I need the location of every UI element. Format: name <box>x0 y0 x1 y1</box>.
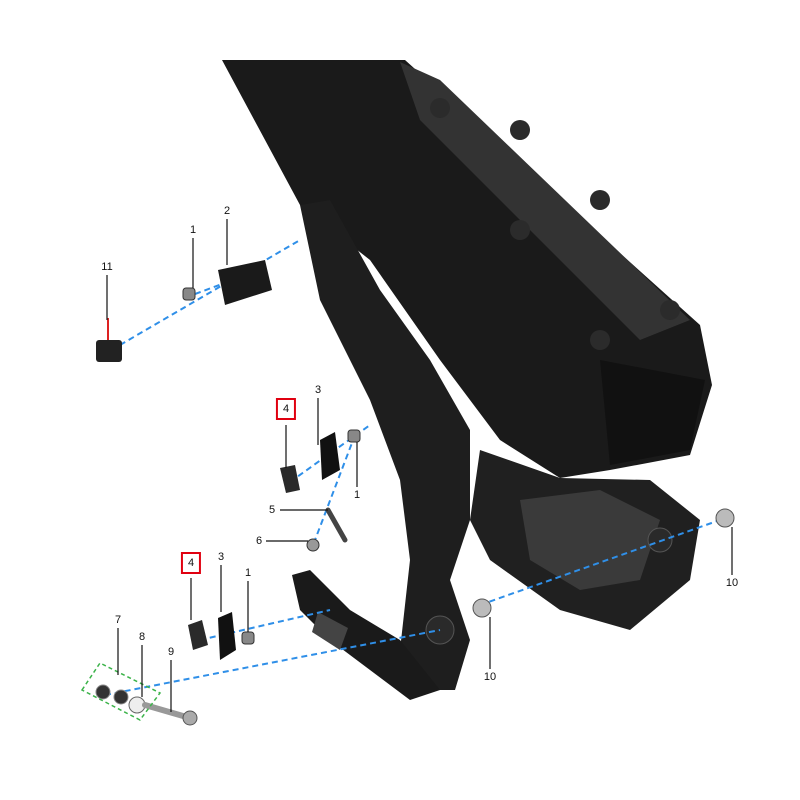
part-2-bracket <box>218 260 272 305</box>
part-7-nut-a <box>95 684 111 700</box>
part-9-bolt <box>142 702 193 721</box>
callout-1: 1 <box>244 567 252 579</box>
part-1-bolt-lower <box>241 631 255 645</box>
part-7-nut-b <box>113 689 129 705</box>
callout-5: 5 <box>268 504 276 516</box>
callout-10: 10 <box>483 671 497 683</box>
part-7-group-outline <box>80 662 162 721</box>
part-10-nut-right <box>715 508 735 528</box>
callout-8: 8 <box>138 631 146 643</box>
callout-1: 1 <box>189 224 197 236</box>
part-3-plate-lower <box>218 612 236 660</box>
callout-7: 7 <box>114 614 122 626</box>
part-3-plate-upper <box>320 432 340 480</box>
callout-leaders <box>106 219 733 712</box>
part-4-clip-upper <box>280 465 300 493</box>
part-6-screw <box>306 538 320 552</box>
part-4-clip-lower <box>188 620 208 650</box>
callout-11: 11 <box>101 261 113 273</box>
callout-1: 1 <box>353 489 361 501</box>
callout-4-highlighted: 4 <box>180 552 202 574</box>
callout-2: 2 <box>223 205 231 217</box>
part-5-stud <box>325 507 348 543</box>
swingarm <box>222 60 712 700</box>
part-1-bolt-upper <box>347 429 361 443</box>
callout-6: 6 <box>255 535 263 547</box>
part-11-connector <box>96 340 122 362</box>
parts <box>80 260 735 726</box>
callout-3: 3 <box>314 384 322 396</box>
part-10-nut-left <box>472 598 492 618</box>
callout-9: 9 <box>167 646 175 658</box>
callout-10: 10 <box>725 577 739 589</box>
part-1-bolt <box>182 287 196 301</box>
callout-4-highlighted: 4 <box>275 398 297 420</box>
callout-3: 3 <box>217 551 225 563</box>
